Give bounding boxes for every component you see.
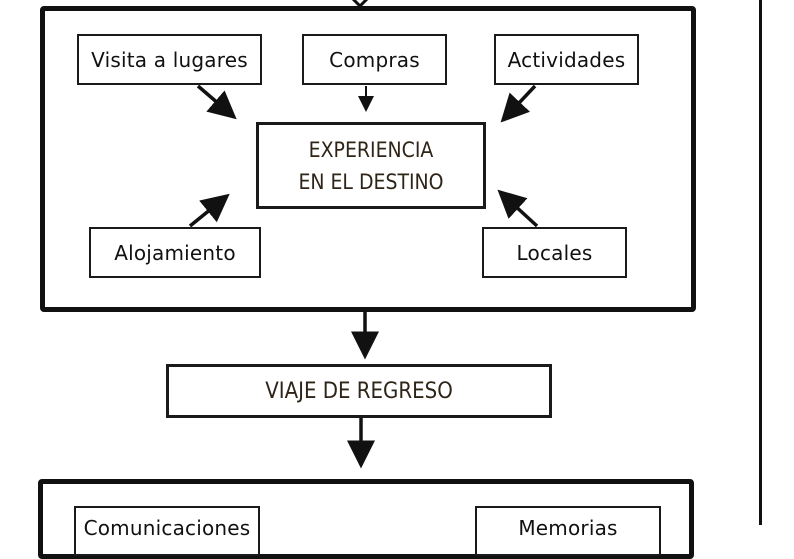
label-comunicaciones: Comunicaciones [83,516,251,540]
box-actividades: Actividades [494,34,639,85]
destination-experience-frame [40,6,696,312]
arrow-top-incoming [351,0,369,9]
box-alojamiento: Alojamiento [89,227,261,278]
box-comunicaciones-partial: Comunicaciones [74,506,260,556]
box-visita-a-lugares: Visita a lugares [77,34,262,85]
arrow-locales-to-center [497,189,539,228]
center-line-2: EN EL DESTINO [298,169,444,194]
arrow-visita-to-center [196,84,237,120]
center-line-1: EXPERIENCIA [308,137,434,162]
diagram-canvas: Visita a lugares Compras Actividades EXP… [38,0,762,559]
label-locales: Locales [516,240,593,265]
arrow-alojamiento-to-center [188,193,230,228]
arrow-actividades-to-center [500,84,537,123]
box-locales: Locales [482,227,627,278]
box-memorias-partial: Memorias [475,506,661,556]
box-compras: Compras [302,34,447,85]
label-compras: Compras [329,47,420,72]
right-margin-line [759,0,762,525]
label-memorias: Memorias [518,516,618,540]
box-viaje-de-regreso: VIAJE DE REGRESO [166,364,552,418]
connector-arrows [188,0,539,469]
label-viaje-de-regreso: VIAJE DE REGRESO [265,378,453,404]
box-experiencia-en-el-destino: EXPERIENCIA EN EL DESTINO [256,122,486,209]
label-alojamiento: Alojamiento [114,240,236,265]
label-actividades: Actividades [507,47,626,72]
label-visita: Visita a lugares [91,47,248,72]
